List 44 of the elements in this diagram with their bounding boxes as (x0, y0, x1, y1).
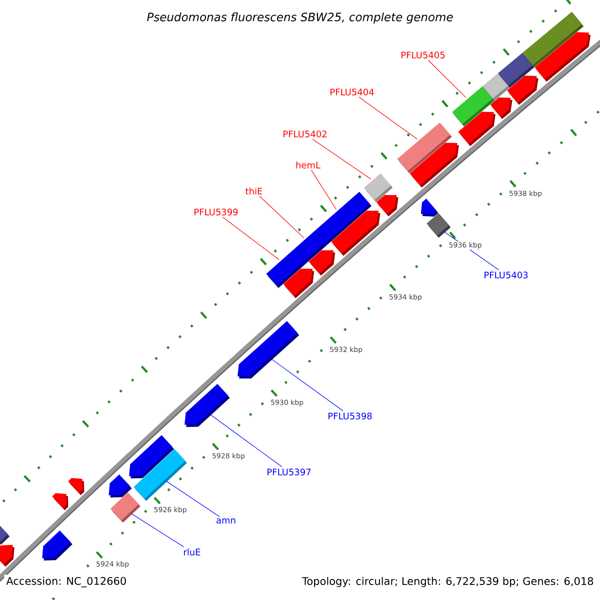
leader-line (358, 96, 418, 140)
leader-line (311, 170, 336, 210)
gene-block (426, 213, 451, 238)
gene-label: rluE (184, 548, 200, 556)
leader-line (166, 480, 220, 518)
gene-label: PFLU5399 (194, 208, 238, 216)
gene-label: PFLU5398 (328, 412, 372, 420)
leader-line (271, 358, 344, 412)
gene-pentagon (52, 493, 68, 510)
gene-pentagon (534, 32, 591, 82)
gene-pentagon (184, 384, 230, 427)
leader-line (428, 60, 466, 98)
leader-line (312, 138, 372, 180)
gene-block (110, 492, 140, 523)
gene-label: PFLU5403 (484, 272, 528, 278)
gene-pentagon (410, 142, 459, 188)
gene-label: amn (216, 518, 236, 524)
leader-line (210, 414, 282, 468)
gene-pentagon (108, 474, 132, 498)
gene-label: hemL (296, 162, 320, 168)
gene-block (134, 449, 187, 501)
leader-line (259, 196, 304, 238)
gene-pentagon (0, 544, 14, 567)
gene-label: PFLU5402 (284, 130, 326, 138)
gene-pentagon (283, 268, 314, 298)
gene-pentagon (376, 194, 398, 216)
gene-pentagon (331, 210, 380, 256)
gene-label: PFLU5397 (268, 468, 311, 476)
gene-pentagon (420, 198, 438, 217)
gene-pentagon (68, 478, 84, 496)
gene-pentagon (507, 76, 538, 105)
gene-label: PFLU5405 (402, 52, 445, 58)
accession-text: Accession: NC_012660 (4, 574, 129, 590)
leader-line (222, 216, 280, 260)
gene-label: PFLU5404 (330, 88, 374, 96)
map-title: Pseudomonas fluorescens SBW25, complete genome (147, 12, 453, 24)
gene-pentagon (490, 98, 512, 119)
gene-pentagon (42, 530, 72, 560)
gene-pentagon (238, 321, 300, 379)
gene-pentagon (308, 250, 336, 276)
gene-pentagon (458, 112, 496, 146)
leader-line (131, 513, 184, 548)
gene-label: thiE (246, 188, 262, 194)
genome-summary-text: Topology: circular; Length: 6,722,539 bp; Genes: 6,018 (300, 574, 596, 590)
